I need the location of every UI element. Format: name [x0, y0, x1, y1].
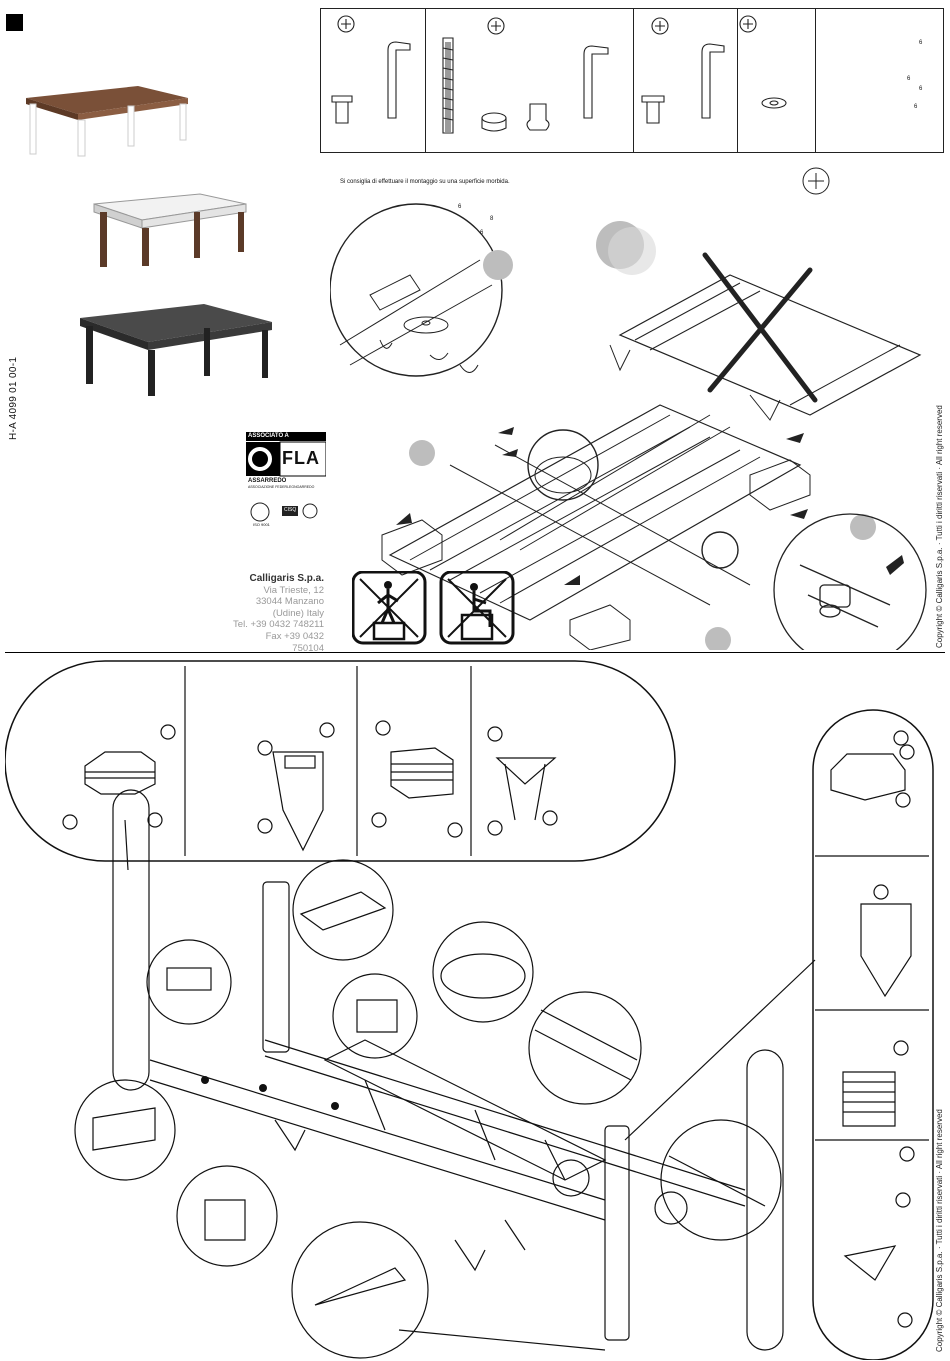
product-photo-wood-table: [26, 86, 188, 157]
copyright-top: Copyright © Calligaris S.p.a. · Tutti i …: [935, 405, 944, 648]
company-city: 33044 Manzano: [255, 596, 324, 608]
mark-6: 8: [490, 216, 494, 222]
company-street: Via Trieste, 12: [263, 584, 324, 596]
foot-cap-icon: [481, 118, 507, 132]
section-divider: [5, 652, 945, 653]
fla-brand: FLA: [282, 448, 320, 468]
allen-key-icon: [387, 41, 411, 119]
corner-marker: [6, 14, 23, 31]
fla-sub2: ASSOCIAZIONE FEDERLEGNOARREDO: [248, 485, 315, 489]
allen-key-icon-2: [583, 45, 609, 119]
leg-caps-panel: [5, 660, 676, 862]
assembly-illustration-bottom: [5, 660, 934, 1360]
company-address: Calligaris S.p.a. Via Trieste, 12 33044 …: [232, 573, 324, 654]
company-region: (Udine) Italy: [272, 607, 324, 619]
no-sitting-icon: [439, 571, 515, 645]
mark-3: 6: [919, 86, 923, 92]
mark-1: 6: [919, 40, 923, 46]
threaded-rod-icon: [442, 37, 454, 134]
no-standing-icon: [352, 571, 427, 645]
company-name: Calligaris S.p.a.: [249, 573, 324, 584]
company-fax: Fax +39 0432 750104: [265, 630, 324, 654]
mark-2: 6: [907, 76, 911, 82]
cisq-cert: CISQ: [284, 507, 297, 513]
fla-header: ASSOCIATO A: [248, 433, 289, 439]
company-tel: Tel. +39 0432 748211: [233, 619, 324, 631]
hex-tool-icon: [337, 15, 355, 33]
washer-icon: [761, 97, 787, 109]
fla-sub1: ASSARREDO: [248, 478, 287, 484]
fla-association-logo: [246, 432, 326, 522]
parts-drawings: [331, 15, 787, 134]
parts-list-box: [320, 8, 944, 153]
screw-icon: [641, 95, 665, 103]
leg-caps-side-panel: [812, 709, 934, 1360]
mark-4: 6: [914, 104, 918, 110]
document-code: H-A 4099 01 00-1: [8, 356, 19, 440]
assembly-advice: Si consiglia di effettuare il montaggio …: [340, 179, 510, 185]
mark-7: 6: [480, 230, 484, 236]
product-photo-dark-table: [80, 304, 272, 396]
safety-icons: [352, 571, 515, 645]
product-photo-glass-table: [93, 193, 247, 267]
cross-out-icon: [702, 252, 818, 403]
detail-magnifier: [330, 203, 503, 377]
iso-cert: ISO 9001: [253, 522, 270, 527]
mark-5: 6: [458, 204, 462, 210]
assembly-illustration-top: [330, 167, 927, 650]
copyright-bottom: Copyright © Calligaris S.p.a. · Tutti i …: [935, 1109, 944, 1352]
